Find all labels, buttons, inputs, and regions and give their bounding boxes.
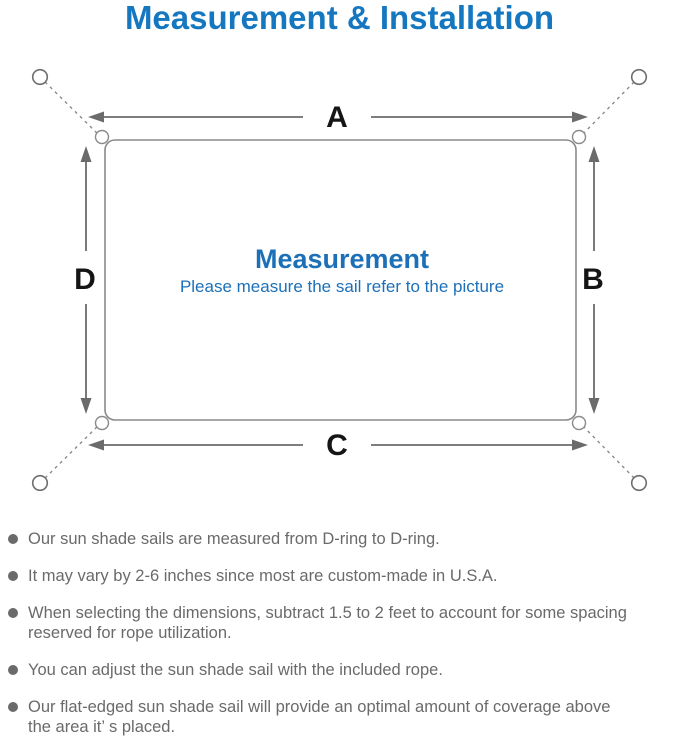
note-text: It may vary by 2-6 inches since most are… — [28, 567, 498, 585]
arrow-edge-b — [588, 146, 600, 414]
tether-line-top-right — [577, 76, 640, 140]
bullet-icon — [8, 534, 18, 544]
d-ring-bottom-right-icon — [571, 415, 587, 431]
anchor-ring-top-right-icon — [630, 68, 648, 86]
diagram-subheading: Please measure the sail refer to the pic… — [180, 277, 504, 296]
bullet-icon — [8, 702, 18, 712]
note-item-3: When selecting the dimensions, subtract … — [8, 603, 679, 643]
note-text: When selecting the dimensions, subtract … — [28, 604, 627, 642]
page-title: Measurement & Installation — [124, 0, 555, 36]
arrow-edge-d — [80, 146, 92, 414]
diagram-heading: Measurement — [255, 244, 429, 274]
anchor-ring-bottom-right-icon — [630, 474, 648, 492]
edge-label-d: D — [74, 263, 96, 296]
bullet-icon — [8, 608, 18, 618]
anchor-ring-top-left-icon — [31, 68, 49, 86]
shade-sail-outline — [104, 139, 577, 421]
d-ring-top-left-icon — [94, 129, 110, 145]
note-text: Our sun shade sails are measured from D-… — [28, 530, 440, 548]
tether-line-bottom-left — [39, 420, 104, 484]
note-item-5: Our flat-edged sun shade sail will provi… — [8, 697, 679, 737]
edge-label-c: C — [326, 429, 348, 462]
corner-tether-lines — [39, 76, 640, 484]
d-ring-top-right-icon — [571, 129, 587, 145]
notes-list: Our sun shade sails are measured from D-… — [8, 529, 679, 739]
anchor-ring-bottom-left-icon — [31, 474, 49, 492]
bullet-icon — [8, 571, 18, 581]
note-item-4: You can adjust the sun shade sail with t… — [8, 660, 679, 680]
tether-line-top-left — [39, 76, 104, 140]
edge-label-b: B — [582, 263, 604, 296]
arrow-edge-a — [88, 111, 588, 123]
arrow-edge-c — [88, 439, 588, 451]
tether-line-bottom-right — [577, 420, 640, 484]
measurement-diagram: A B C D Measurement Please measure the s… — [31, 68, 648, 492]
note-text: You can adjust the sun shade sail with t… — [28, 661, 443, 679]
bullet-icon — [8, 665, 18, 675]
note-text: Our flat-edged sun shade sail will provi… — [28, 698, 611, 736]
note-item-2: It may vary by 2-6 inches since most are… — [8, 566, 679, 586]
d-ring-bottom-left-icon — [94, 415, 110, 431]
edge-label-a: A — [326, 101, 348, 134]
note-item-1: Our sun shade sails are measured from D-… — [8, 529, 679, 549]
